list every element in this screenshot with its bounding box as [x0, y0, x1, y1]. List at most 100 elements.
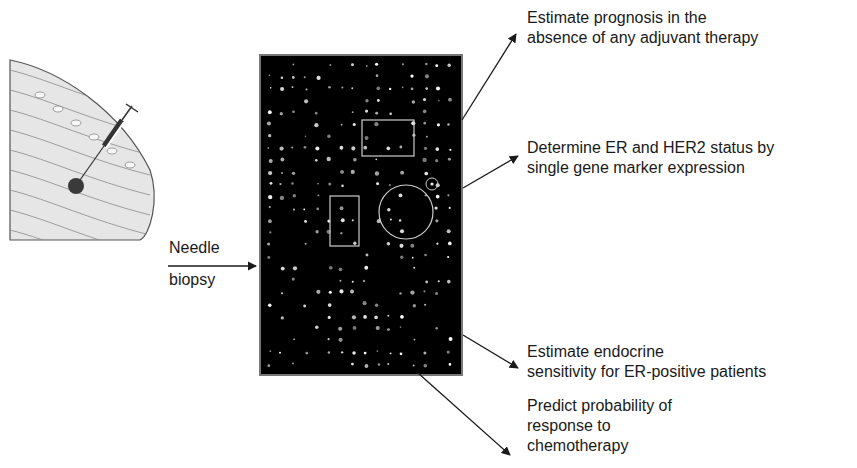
spot [314, 123, 318, 127]
spot [399, 219, 401, 221]
text-line: Estimate endocrine [527, 342, 766, 362]
spot [305, 89, 307, 91]
outcome-label: Predict probability of response to chemo… [527, 396, 672, 456]
spot [281, 77, 284, 80]
text-line: single gene marker expression [527, 158, 774, 178]
spot [292, 363, 294, 365]
spot [340, 170, 344, 174]
spot [436, 86, 440, 90]
text-line: Estimate prognosis in the [527, 8, 758, 28]
spot [281, 267, 285, 271]
spot [438, 280, 440, 282]
spot [435, 159, 438, 162]
spot [280, 112, 283, 115]
spot [292, 110, 295, 113]
text-line: absence of any adjuvant therapy [527, 28, 758, 48]
spot [423, 290, 425, 292]
spot [366, 65, 368, 67]
spot [425, 280, 428, 283]
spot [315, 159, 318, 162]
spot [351, 363, 354, 366]
spot [317, 183, 319, 185]
spot [387, 242, 391, 246]
spot [400, 229, 404, 233]
spot [268, 171, 272, 175]
spot [447, 256, 449, 258]
spot [352, 219, 354, 221]
spot [317, 194, 319, 196]
spot [387, 363, 389, 365]
spot [387, 315, 389, 317]
spot [268, 304, 272, 308]
spot [267, 147, 269, 149]
text-line: chemotherapy [527, 436, 672, 456]
spot [292, 86, 294, 88]
spot [378, 363, 381, 366]
spot [292, 64, 294, 66]
spot [303, 209, 305, 211]
text-line: Determine ER and HER2 status by [527, 138, 774, 158]
spot [351, 63, 354, 66]
spot [269, 206, 271, 208]
spot [305, 352, 308, 355]
spot [352, 111, 354, 113]
spot [436, 327, 438, 329]
spot [402, 86, 404, 88]
spot [448, 242, 452, 246]
spot [269, 159, 273, 163]
output-arrows [418, 34, 518, 455]
spot [315, 230, 318, 233]
spot [447, 194, 449, 196]
tissue-line [10, 130, 150, 175]
spot [315, 326, 319, 330]
spot [279, 146, 283, 150]
spot [316, 76, 320, 80]
spot [280, 196, 284, 200]
breast-illustration [10, 60, 154, 275]
spot [412, 100, 415, 103]
spot [436, 243, 438, 245]
spot [363, 146, 367, 150]
gland [125, 162, 135, 168]
spot [389, 113, 392, 116]
spot [423, 122, 426, 125]
spot [435, 147, 439, 151]
spot [402, 63, 404, 65]
spot [448, 158, 451, 161]
spot [340, 232, 342, 234]
spot [375, 304, 378, 307]
spot [341, 86, 343, 88]
spot [410, 74, 413, 77]
spot [267, 121, 271, 125]
tissue-line [10, 210, 150, 255]
spot [400, 171, 404, 175]
spot [411, 121, 415, 125]
spot [269, 231, 271, 233]
spot [390, 219, 392, 221]
spot [267, 256, 270, 259]
spot [363, 280, 365, 282]
spot [328, 316, 331, 319]
spot [268, 74, 270, 76]
spot [279, 352, 281, 354]
spot [365, 99, 368, 102]
spot [351, 170, 355, 174]
spot [291, 182, 293, 184]
spot [328, 182, 331, 185]
spot [375, 63, 378, 66]
spot [435, 219, 438, 222]
spot [449, 149, 451, 151]
spot [390, 352, 392, 354]
spot [291, 146, 293, 148]
tissue-line [10, 70, 150, 115]
spot [376, 74, 379, 77]
spot [353, 326, 357, 330]
spot [424, 172, 428, 176]
spot [438, 100, 440, 102]
spot [351, 87, 353, 89]
spot [435, 292, 438, 295]
spot [292, 76, 295, 79]
spot [364, 266, 368, 270]
spot [304, 146, 307, 149]
text-line: biopsy [169, 270, 220, 290]
